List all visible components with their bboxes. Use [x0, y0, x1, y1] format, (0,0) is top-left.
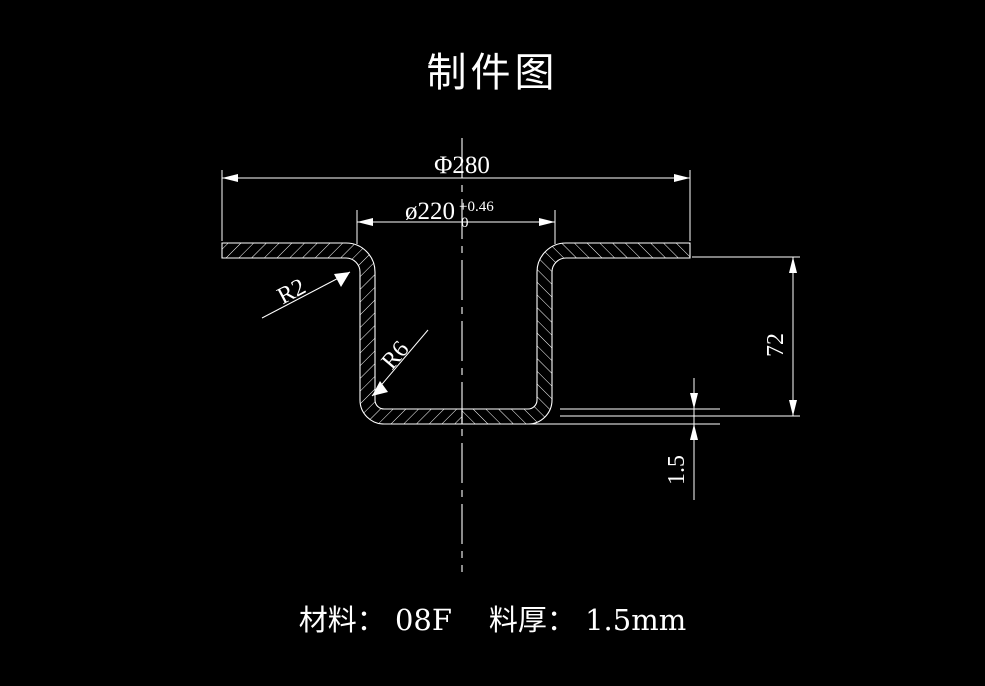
dim-label-inner-diameter: ø220: [405, 198, 455, 225]
leader-radius-r6: [371, 329, 429, 397]
dimension-inner-diameter: [356, 210, 556, 244]
dim-label-outer-diameter: Φ280: [434, 152, 490, 179]
dim-label-inner-tolerance-lower: 0: [461, 215, 469, 231]
dimension-thickness-1-5: [530, 378, 720, 500]
dim-label-thickness: 1.5: [664, 455, 690, 485]
dim-label-radius-inner: R6: [377, 336, 415, 374]
part-section-left: [221, 242, 463, 425]
dimension-outer-diameter: [221, 170, 691, 241]
dim-label-height: 72: [763, 333, 789, 357]
part-section-right: [461, 242, 691, 425]
leader-radius-r2: [261, 271, 351, 319]
dimension-height-72: [560, 256, 800, 417]
dim-label-inner-tolerance-upper: +0.46: [459, 199, 494, 215]
dim-label-radius-outer: R2: [273, 274, 310, 310]
